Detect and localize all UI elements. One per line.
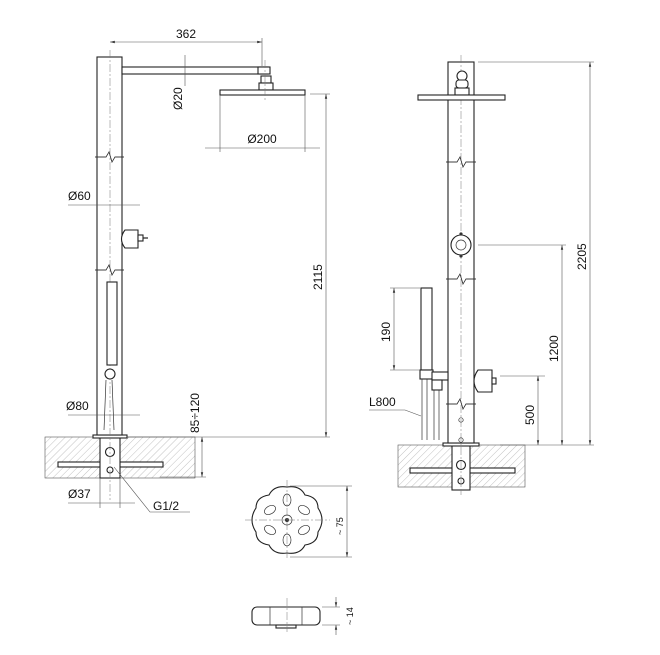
dim-pipe-diameter: Ø37 xyxy=(68,487,91,501)
shower-head xyxy=(417,94,506,101)
dim-hand-shower-length: 190 xyxy=(379,322,393,342)
thread-label: G1/2 xyxy=(153,499,179,513)
dim-head-height: 2115 xyxy=(311,264,325,290)
hand-shower xyxy=(106,281,118,366)
dim-handle-width: ~ 75 xyxy=(335,517,345,535)
dim-arm-diameter: Ø20 xyxy=(171,87,185,110)
diverter-valve xyxy=(473,369,493,393)
dim-handle-thickness: ~ 14 xyxy=(345,607,355,625)
dim-base-diameter: Ø80 xyxy=(66,399,89,413)
mixer-knob xyxy=(450,234,472,256)
dim-arm-length: 362 xyxy=(176,27,196,41)
dim-column-diameter: Ø60 xyxy=(68,189,91,203)
dim-mixer-height: 1200 xyxy=(547,335,561,362)
dim-head-diameter: Ø200 xyxy=(247,132,277,146)
handle-side-view xyxy=(251,606,321,626)
hand-shower xyxy=(420,287,433,371)
hose xyxy=(421,379,440,440)
handle-detail: ~ 75 ~ 14 xyxy=(245,480,355,635)
front-view: 362 Ø20 Ø200 2115 Ø60 Ø80 85÷120 Ø37 G1/… xyxy=(44,27,330,513)
mixer-valve xyxy=(120,229,139,249)
hose-length-label: L800 xyxy=(369,395,396,409)
dim-diverter-height: 500 xyxy=(523,405,537,425)
dim-total-height: 2205 xyxy=(575,243,589,270)
shower-arm xyxy=(121,66,269,75)
shower-head xyxy=(219,89,306,96)
side-view: 190 L800 500 1200 2205 xyxy=(369,55,594,495)
dim-embed-depth: 85÷120 xyxy=(188,393,202,433)
